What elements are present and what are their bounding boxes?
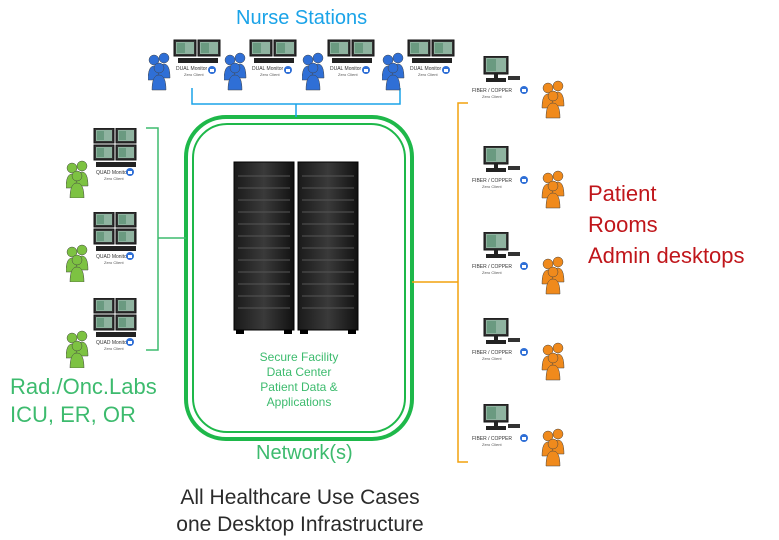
zero-client-text: Zero Client xyxy=(260,72,280,77)
bottom-caption-line2: one Desktop Infrastructure xyxy=(176,513,424,536)
data-center-line2: Data Center xyxy=(266,365,332,379)
quad-station-1: QUAD Monitor Zero Client xyxy=(66,128,142,198)
fiber-copper-text: FIBER / COPPER xyxy=(472,350,512,356)
fiber-copper-text: FIBER / COPPER xyxy=(472,178,512,184)
quad-monitor-text: QUAD Monitor xyxy=(96,254,129,260)
dual-monitor-icon: DUAL Monitor Zero Client xyxy=(148,39,221,91)
nurse-station-1: DUAL Monitor Zero Client xyxy=(148,36,224,92)
data-center-line1: Secure Facility xyxy=(259,350,339,364)
server-rack-icon xyxy=(233,161,359,334)
right-bracket xyxy=(457,102,468,463)
fiber-desktop-icon: FIBER / COPPER Zero Client xyxy=(472,232,565,295)
data-center-line3: Patient Data & xyxy=(260,380,338,394)
fiber-station-2: FIBER / COPPER Zero Client xyxy=(470,146,582,218)
left-label-line2: ICU, ER, OR xyxy=(10,402,136,427)
quad-monitor-icon: QUAD Monitor Zero Client xyxy=(66,128,137,198)
right-label-line1: Patient xyxy=(588,181,657,206)
zero-client-text: Zero Client xyxy=(482,94,502,99)
dual-monitor-icon: DUAL Monitor Zero Client xyxy=(224,39,297,91)
dual-monitor-text: DUAL Monitor xyxy=(252,66,284,72)
zero-client-text: Zero Client xyxy=(482,442,502,447)
fiber-station-3: FIBER / COPPER Zero Client xyxy=(470,232,582,304)
data-center-label: Secure Facility Data Center Patient Data… xyxy=(226,350,372,410)
data-center-line4: Applications xyxy=(266,395,332,409)
zero-client-text: Zero Client xyxy=(482,270,502,275)
zero-client-text: Zero Client xyxy=(482,356,502,361)
network-label: Network(s) xyxy=(256,442,353,464)
zero-client-text: Zero Client xyxy=(418,72,438,77)
zero-client-text: Zero Client xyxy=(338,72,358,77)
bottom-caption-line1: All Healthcare Use Cases xyxy=(180,486,420,509)
right-label-line2: Rooms xyxy=(588,212,658,237)
fiber-copper-text: FIBER / COPPER xyxy=(472,264,512,270)
dual-monitor-icon: DUAL Monitor Zero Client xyxy=(302,39,375,91)
bottom-caption: All Healthcare Use Cases one Desktop Inf… xyxy=(140,484,460,538)
quad-monitor-text: QUAD Monitor xyxy=(96,170,129,176)
left-bracket xyxy=(146,127,159,351)
fiber-desktop-icon: FIBER / COPPER Zero Client xyxy=(472,404,565,467)
fiber-desktop-icon: FIBER / COPPER Zero Client xyxy=(472,318,565,381)
quad-monitor-icon: QUAD Monitor Zero Client xyxy=(66,212,137,282)
nurse-stations-label: Nurse Stations xyxy=(236,7,368,29)
zero-client-text: Zero Client xyxy=(104,176,124,181)
nurse-station-4: DUAL Monitor Zero Client xyxy=(382,36,458,92)
right-label-line3: Admin desktops xyxy=(588,243,745,268)
left-group-label: Rad./Onc.Labs ICU, ER, OR xyxy=(10,373,157,429)
nurse-station-2: DUAL Monitor Zero Client xyxy=(224,36,300,92)
fiber-desktop-icon: FIBER / COPPER Zero Client xyxy=(472,146,565,209)
quad-station-3: QUAD Monitor Zero Client xyxy=(66,298,142,368)
dual-monitor-text: DUAL Monitor xyxy=(176,66,208,72)
fiber-station-1: FIBER / COPPER Zero Client xyxy=(470,56,582,128)
zero-client-text: Zero Client xyxy=(104,260,124,265)
dual-monitor-text: DUAL Monitor xyxy=(410,66,442,72)
dual-monitor-icon: DUAL Monitor Zero Client xyxy=(382,39,455,91)
fiber-desktop-icon: FIBER / COPPER Zero Client xyxy=(472,56,565,119)
quad-monitor-icon: QUAD Monitor Zero Client xyxy=(66,298,137,368)
network-boundary-outer xyxy=(184,115,414,441)
zero-client-text: Zero Client xyxy=(482,184,502,189)
right-group-label: Patient Rooms Admin desktops xyxy=(588,178,745,271)
fiber-station-5: FIBER / COPPER Zero Client xyxy=(470,404,582,476)
nurse-station-3: DUAL Monitor Zero Client xyxy=(302,36,378,92)
quad-monitor-text: QUAD Monitor xyxy=(96,340,129,346)
zero-client-text: Zero Client xyxy=(184,72,204,77)
dual-monitor-text: DUAL Monitor xyxy=(330,66,362,72)
quad-station-2: QUAD Monitor Zero Client xyxy=(66,212,142,282)
left-label-line1: Rad./Onc.Labs xyxy=(10,374,157,399)
fiber-copper-text: FIBER / COPPER xyxy=(472,436,512,442)
fiber-copper-text: FIBER / COPPER xyxy=(472,88,512,94)
fiber-station-4: FIBER / COPPER Zero Client xyxy=(470,318,582,390)
network-boundary-inner xyxy=(192,123,406,433)
zero-client-text: Zero Client xyxy=(104,346,124,351)
